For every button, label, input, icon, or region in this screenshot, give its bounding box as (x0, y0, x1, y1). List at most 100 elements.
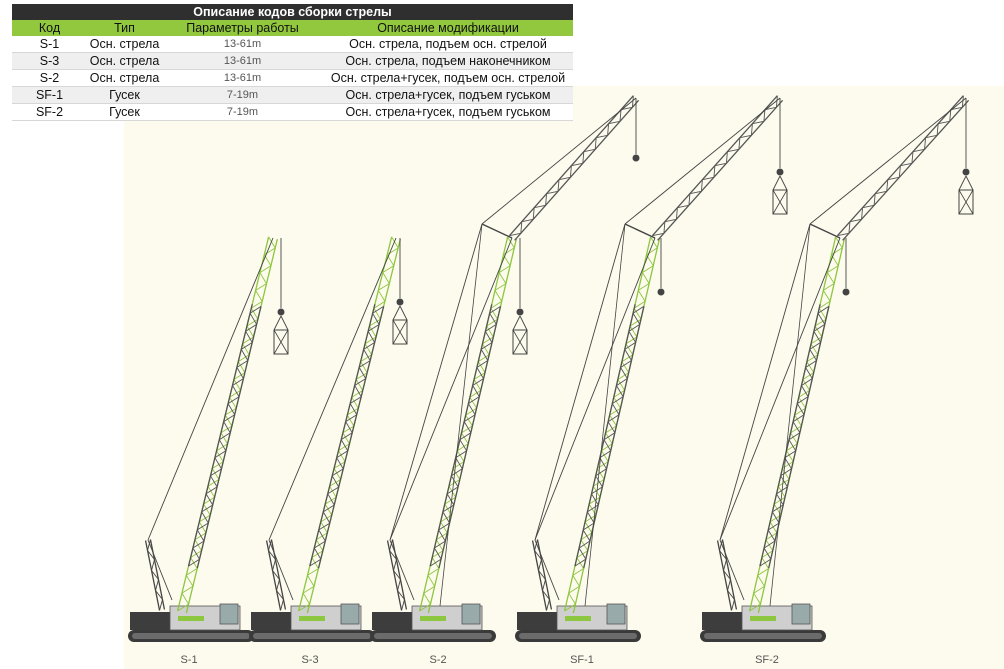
main-hook-sling (273, 315, 289, 331)
boom-chord (508, 95, 634, 237)
tip-hook-hook-icon (396, 298, 404, 306)
boom-lattice (147, 539, 163, 611)
main-hook-load (273, 329, 289, 355)
jib-hook-sling (958, 175, 974, 191)
cell-type: Осн. стрела (87, 69, 162, 87)
counterweight (702, 612, 746, 630)
main-hook-load-cross (512, 329, 528, 355)
operator-cab (606, 603, 626, 625)
tip-hook-load-cross (392, 319, 408, 345)
boom-codes-table: Описание кодов сборки стрелы Код Тип Пар… (12, 4, 573, 121)
boom-chord (759, 304, 821, 567)
boom-insert-section (429, 304, 502, 569)
boom-insert-section (759, 304, 830, 569)
aux-hook-icon (657, 288, 665, 296)
boom-lattice (419, 236, 515, 612)
column-header-code: Код (12, 20, 87, 36)
crane-label-sf-1: SF-1 (570, 654, 594, 666)
brand-stripe (750, 616, 776, 621)
jib-pendant (624, 97, 781, 225)
boom-chord (265, 540, 282, 611)
boom-lattice (389, 539, 405, 611)
counterweight (130, 612, 174, 630)
pendant-line (147, 237, 274, 541)
main-hook-hook-icon (516, 308, 524, 316)
tip-hook-load (392, 319, 408, 345)
jib-backstay (584, 223, 626, 607)
cell-code: S-2 (12, 69, 87, 87)
boom-lattice (298, 236, 399, 612)
jib-backstay (534, 223, 626, 541)
boom-lattice (574, 305, 645, 567)
main-boom (748, 236, 846, 614)
boom-chord (317, 306, 385, 569)
backstay-line (268, 539, 294, 601)
main-boom (176, 236, 279, 614)
boom-lattice (534, 539, 550, 611)
boom-chord (386, 540, 403, 611)
boom-chord (716, 540, 733, 611)
pendant-line (534, 237, 656, 541)
operator-cab (461, 603, 481, 625)
crawler-track-inner (132, 633, 250, 639)
crane-label-s-2: S-2 (429, 654, 446, 666)
pendant-line (268, 237, 397, 541)
brand-stripe (299, 616, 325, 621)
cell-description: Осн. стрела+гусек, подъем осн. стрелой (323, 69, 573, 87)
operator-cab (791, 603, 811, 625)
main-boom (563, 236, 661, 614)
main-hook-hook-icon (277, 308, 285, 316)
boom-lattice (509, 95, 634, 237)
counterweight (372, 612, 416, 630)
boom-chord (657, 99, 784, 241)
cell-params: 13-61m (162, 69, 323, 87)
boom-chord (531, 540, 548, 611)
backstay-line (389, 539, 415, 601)
crawler-track-inner (374, 633, 492, 639)
jib-pendant (481, 97, 637, 225)
crane-s-2 (370, 95, 640, 642)
cell-type: Гусек (87, 86, 162, 104)
backstay-line (147, 539, 173, 601)
boom-chord (574, 304, 636, 567)
table-row: SF-2 Гусек 7-19m Осн. стрела+гусек, подъ… (12, 103, 573, 121)
cell-type: Осн. стрела (87, 36, 162, 53)
table-row: S-3 Осн. стрела 13-61m Осн. стрела, подъ… (12, 52, 573, 70)
column-header-description: Описание модификации (323, 20, 573, 36)
jib-backstay (389, 223, 483, 541)
boom-insert-section (574, 304, 645, 569)
jib-pendant (809, 97, 967, 225)
crane-label-s-1: S-1 (180, 654, 197, 666)
main-hook-load-cross (273, 329, 289, 355)
table-row: S-1 Осн. стрела 13-61m Осн. стрела, подъ… (12, 36, 573, 53)
jib-hook-sling (772, 175, 788, 191)
cell-code: SF-1 (12, 86, 87, 104)
boom-insert-section (187, 304, 262, 569)
boom-chord (429, 304, 493, 567)
boom-chord (196, 306, 262, 569)
crane-sf-1 (515, 95, 788, 642)
backstay-line (534, 539, 560, 601)
boom-chord (651, 95, 778, 237)
jib-hook-load (772, 189, 788, 215)
jib-hook-hook-icon (776, 168, 784, 176)
pendant-line (389, 237, 513, 541)
crawler-track-inner (519, 633, 637, 639)
cell-description: Осн. стрела, подъем осн. стрелой (323, 36, 573, 53)
jib-hook-load (958, 189, 974, 215)
main-boom (298, 236, 401, 614)
boom-lattice (652, 95, 778, 237)
boom-lattice (429, 306, 501, 567)
crane-label-s-3: S-3 (301, 654, 318, 666)
cell-params: 7-19m (162, 103, 323, 121)
boom-chord (187, 304, 253, 567)
column-header-params: Параметры работы (162, 20, 323, 36)
tip-hook-sling (392, 305, 408, 321)
pendant-line (719, 237, 841, 541)
cell-params: 7-19m (162, 86, 323, 104)
brand-stripe (178, 616, 204, 621)
counterweight (517, 612, 561, 630)
main-hook-sling (512, 315, 528, 331)
boom-lattice (719, 539, 735, 611)
